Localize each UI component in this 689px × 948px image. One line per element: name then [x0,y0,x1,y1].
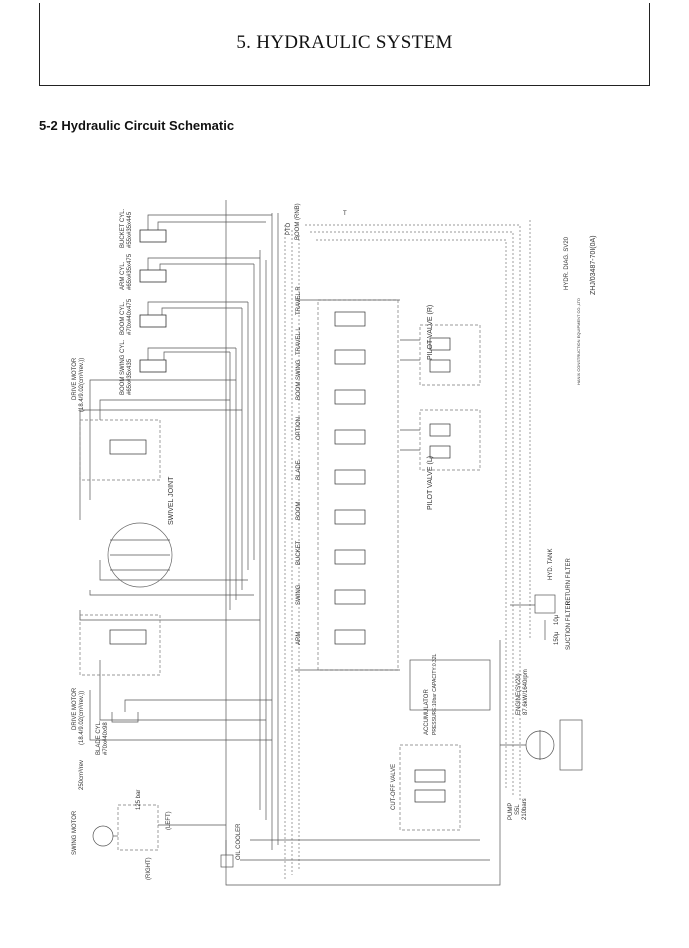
boom-rnb-label: BOOM (RNB) [295,203,301,240]
pto-label: PTO [286,222,292,235]
filter-mesh-label: 10μ [554,614,560,625]
bucket-cyl-label: BUCKET CYL. [120,208,126,248]
section-bucket: BUCKET [296,540,302,565]
boom-cyl-label: BOOM CYL. [120,301,126,335]
boom-swing-cyl-spec: #65x#35x435 [127,358,133,395]
travel-motor-upper-label: DRIVE MOTOR [72,357,78,400]
swivel-joint-label: SWIVEL JOINT [168,476,175,525]
blade-cyl-spec: #70x#40x98 [103,722,109,755]
swing-motor-spec: 250cm³/rev [79,760,85,790]
section-option: OPTION [296,417,302,440]
boom-swing-cyl-label: BOOM SWING CYL. [120,339,126,395]
travel-motor-lower-spec: (18.4/9.02(cm³/rev.)) [79,691,85,745]
travel-motor-upper-spec: (18.4/9.02(cm³/rev.)) [79,358,85,412]
section-travel-r: TRAVEL R [296,286,302,315]
drawing-number: ZHJ/03487-70I(0A) [590,235,597,295]
section-blade: BLADE [296,460,302,480]
left-label: (LEFT) [166,811,172,830]
boom-cyl-spec: #70x#40x475 [127,298,133,335]
company-label: HANIX CONSTRUCTION EQUIPMENT CO.,LTD [576,298,581,385]
arm-cyl-label: ARM CYL. [120,261,126,290]
tank-label: HYD. TANK [548,549,554,580]
section-arm: ARM [296,632,302,645]
accumulator-label: ACCUMULATOR [424,689,430,735]
cut-off-valve-label: CUT-OFF VALVE [391,764,397,810]
pilot-valve-l-label: PILOT VALVE (L) [427,456,434,510]
return-filter-label: RETURN FILTER [566,557,572,605]
accumulator-spec: PRESSURE:10bar CAPACITY:0.32L [432,653,438,735]
chapter-title: 5. HYDRAULIC SYSTEM [236,32,453,53]
section-swing: SWING [296,584,302,605]
engine-spec: 87.6kW/1640rpm [523,669,529,715]
bar-label: 125 bar [136,790,142,810]
section-travel-l: TRAVEL L [296,327,302,355]
engine-label: ENGINE(SV20) [516,673,522,715]
suction-mesh-label: 150μ [554,631,560,645]
pilot-valve-r-label: PILOT VALVE (R) [427,305,434,360]
travel-motor-lower-label: DRIVE MOTOR [72,687,78,730]
model-label: HYDR. DIAG. SV20 [564,236,570,290]
suction-filter-label: SUCTION FILTER [566,600,572,650]
blade-cyl-label: BLADE CYL. [96,720,102,755]
pump-spec: S5L [515,804,521,815]
pump-pressure: 210bars [522,798,528,820]
swing-motor-label: SWING MOTOR [72,810,78,855]
chapter-header: 5. HYDRAULIC SYSTEM [39,3,650,86]
section-boom-swing: BOOM SWING [296,359,302,400]
valve-spools [109,311,451,803]
section-boom: BOOM [296,502,302,520]
arm-cyl-spec: #65x#35x475 [127,253,133,290]
right-label: (RIGHT) [146,857,152,880]
oil-cooler-label: OIL COOLER [236,823,242,860]
tap-label: T [343,211,347,217]
pump-label: PUMP [508,803,514,820]
section-title: 5-2 Hydraulic Circuit Schematic [39,118,235,133]
bucket-cyl-spec: #55x#35x445 [127,211,133,248]
